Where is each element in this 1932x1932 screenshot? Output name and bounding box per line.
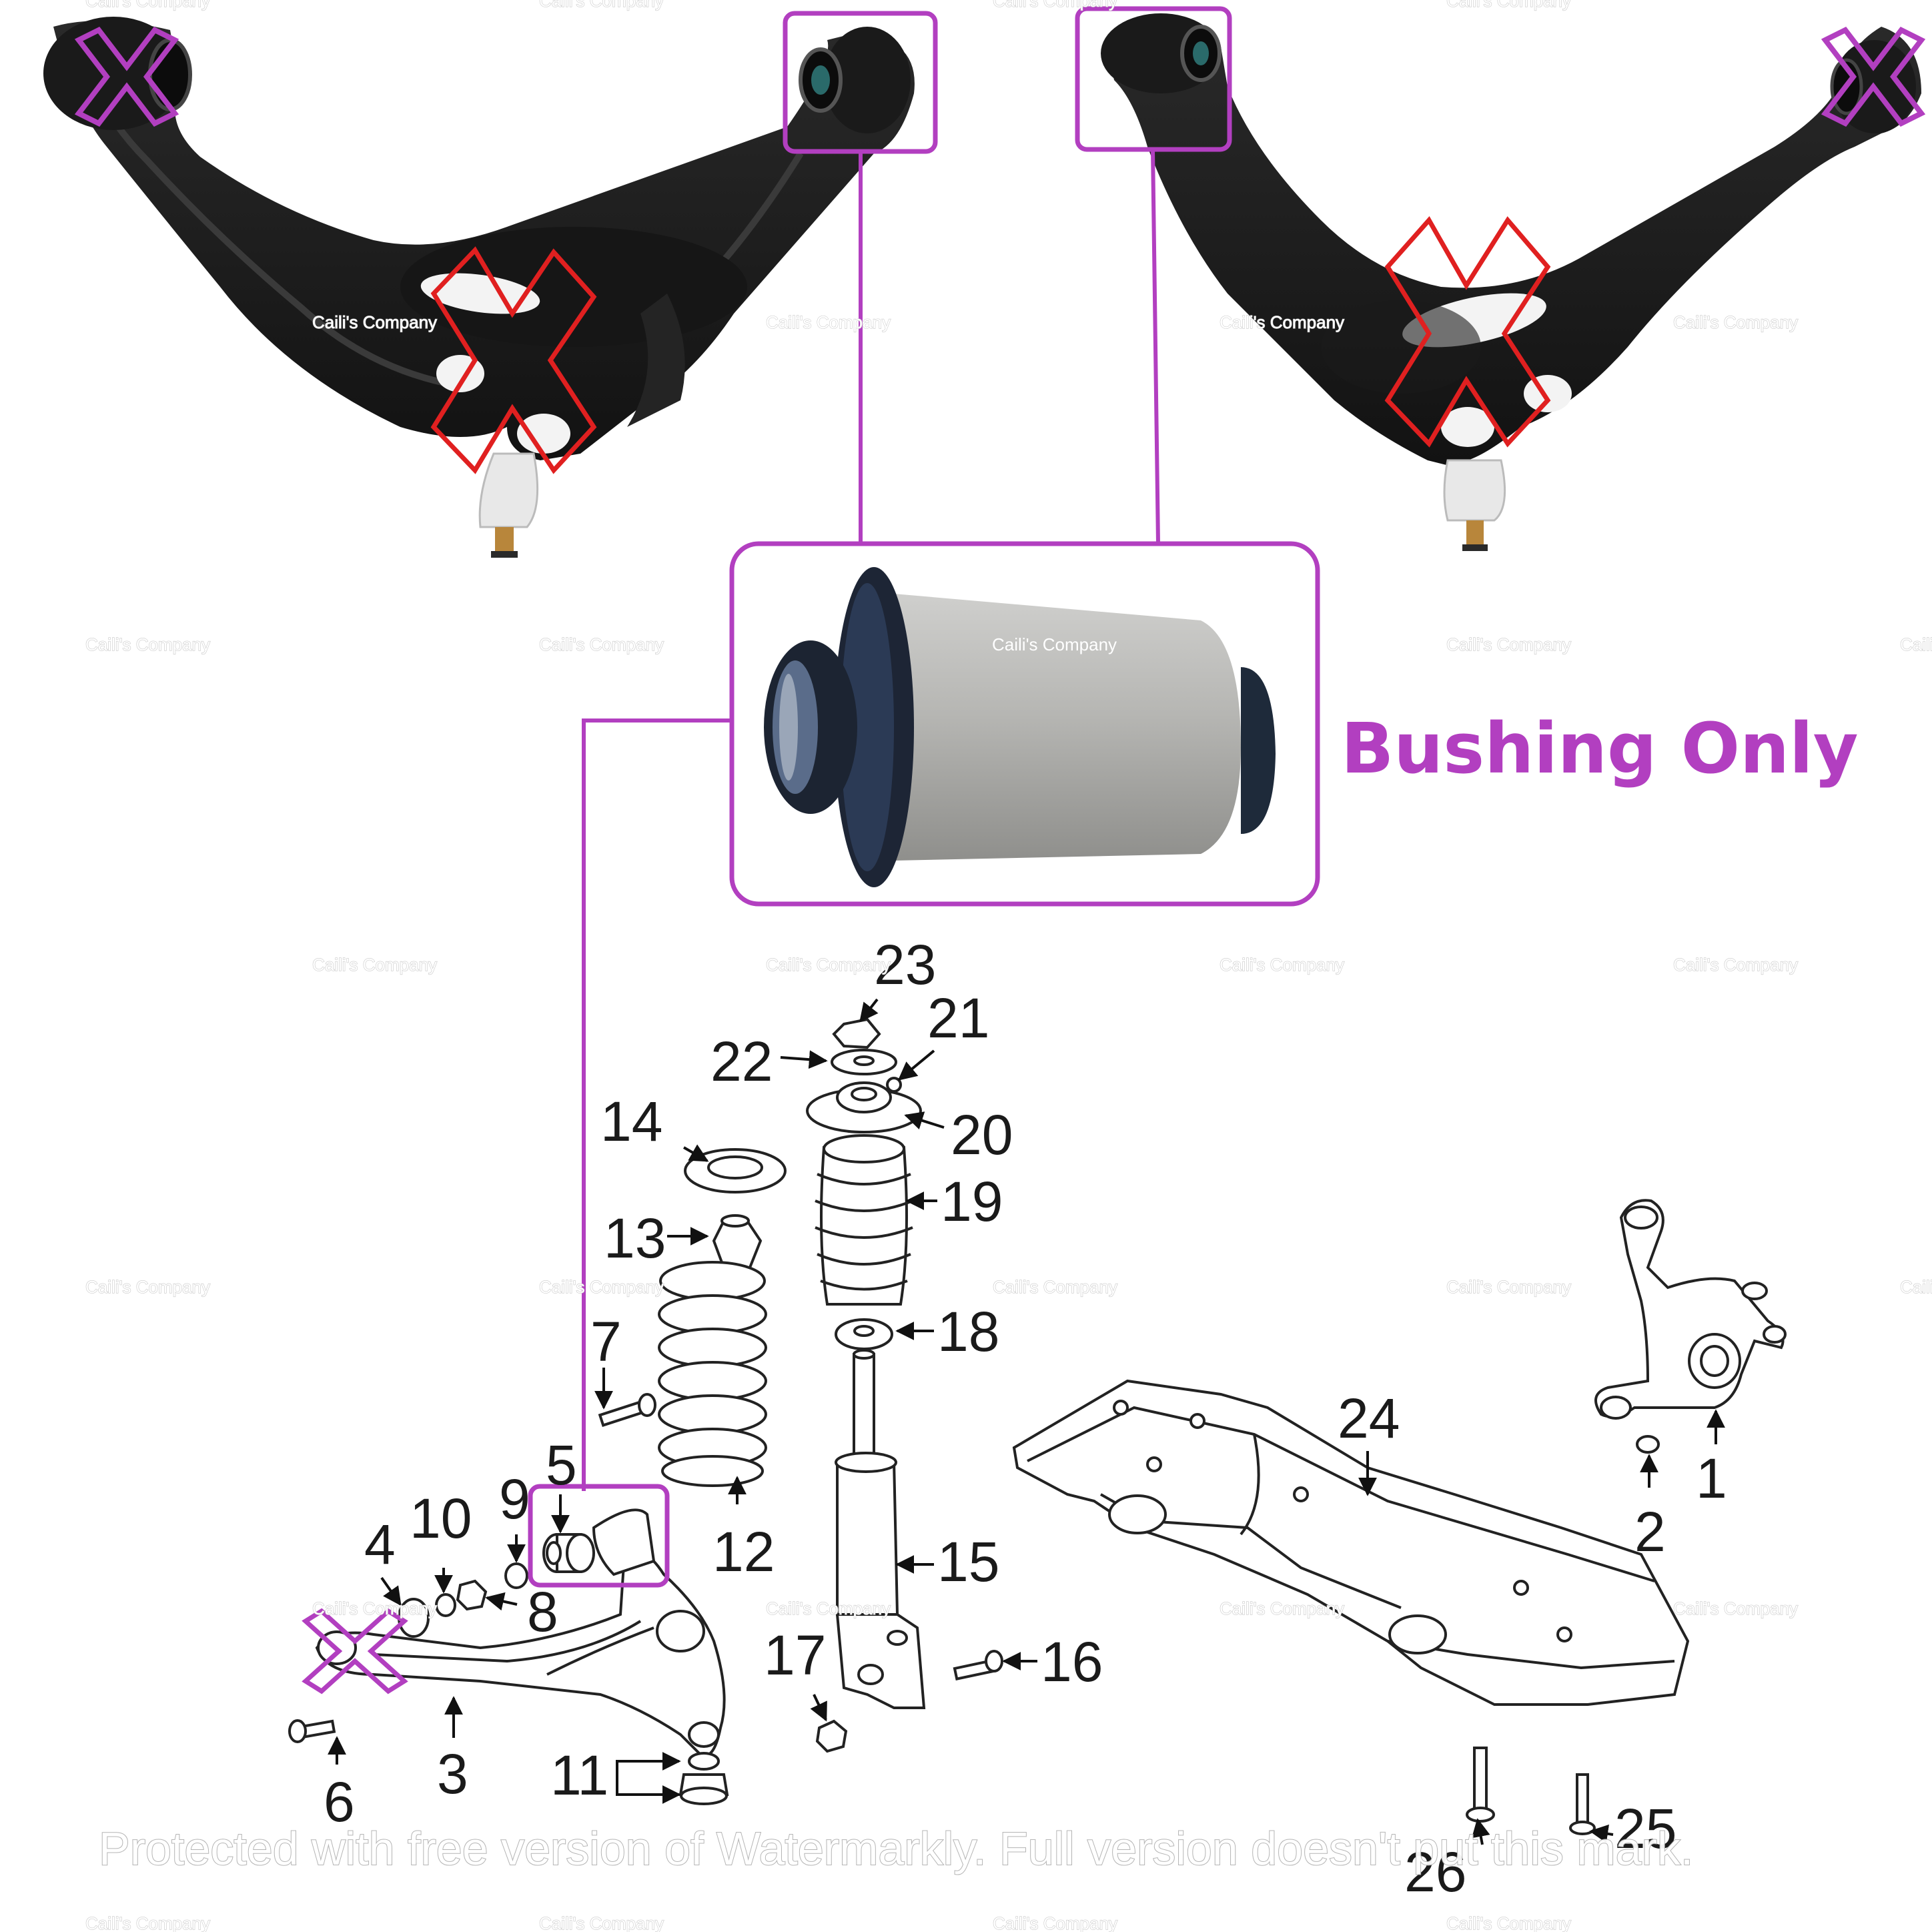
callout-23: 23	[874, 933, 936, 996]
callout-numbers: 1 2 3 4 5 6 7 8 9 10 11 12 13 14 15 16 1…	[324, 933, 1727, 1903]
part-1-knuckle	[1594, 1199, 1787, 1420]
callout-11: 11	[550, 1744, 608, 1807]
svg-text:Caili's Company: Caili's Company	[1900, 634, 1932, 654]
svg-text:Caili's Company: Caili's Company	[312, 955, 437, 975]
svg-text:Caili's Company: Caili's Company	[1446, 0, 1571, 11]
callout-9: 9	[499, 1468, 530, 1530]
left-arm-body-x	[430, 246, 597, 474]
svg-text:Caili's Company: Caili's Company	[85, 1277, 210, 1297]
callout-13: 13	[604, 1207, 666, 1270]
callout-20: 20	[951, 1103, 1013, 1166]
callout-7: 7	[590, 1310, 622, 1373]
part-15-strut	[835, 1349, 926, 1709]
svg-text:Caili's Company: Caili's Company	[1446, 634, 1571, 654]
part-5-bushing	[542, 1533, 595, 1573]
callout-3: 3	[437, 1743, 468, 1805]
connector-lines	[582, 149, 1160, 1491]
svg-text:Caili's Company: Caili's Company	[766, 955, 891, 975]
left-arm-outer-bushing-x	[74, 26, 179, 127]
svg-text:Caili's Company: Caili's Company	[539, 634, 664, 654]
part-11-ball-joint-boot	[678, 1752, 729, 1805]
svg-text:Caili's Company: Caili's Company	[1220, 955, 1344, 975]
callout-19: 19	[941, 1170, 1003, 1233]
part-7-bolt	[598, 1393, 656, 1427]
bushing-only-title: Bushing Only	[1341, 708, 1858, 789]
svg-text:Caili's Company: Caili's Company	[993, 1277, 1117, 1297]
watermark-bushing: Caili's Company	[992, 634, 1117, 654]
part-12-coil-spring	[658, 1261, 767, 1487]
svg-text:Caili's Company: Caili's Company	[993, 0, 1117, 11]
callout-21: 21	[927, 987, 989, 1049]
svg-text:Caili's Company: Caili's Company	[766, 1598, 891, 1618]
svg-text:Caili's Company: Caili's Company	[1220, 1598, 1344, 1618]
red-x-marks	[430, 216, 1551, 474]
part-17-nut	[815, 1719, 848, 1753]
callout-10: 10	[410, 1487, 472, 1550]
callout-16: 16	[1041, 1630, 1103, 1693]
leader-arrows	[328, 998, 1725, 1845]
svg-text:Caili's Company: Caili's Company	[312, 312, 437, 332]
svg-text:Caili's Company: Caili's Company	[1220, 312, 1344, 332]
part-21-stud	[886, 1077, 902, 1093]
svg-text:Caili's Company: Caili's Company	[766, 312, 891, 332]
callout-22: 22	[710, 1030, 773, 1093]
callout-24: 24	[1338, 1387, 1400, 1450]
callout-4: 4	[364, 1513, 396, 1576]
exploded-diagram	[288, 1017, 1787, 1835]
svg-text:Caili's Company: Caili's Company	[85, 634, 210, 654]
callout-8: 8	[527, 1580, 558, 1643]
watermark-banner: Protected with free version of Watermark…	[99, 1823, 1693, 1875]
svg-text:Caili's Company: Caili's Company	[1220, 312, 1344, 332]
diagram-bushing-highlight	[528, 1484, 670, 1588]
reject-x-marks	[74, 26, 1926, 127]
right-arm-body-x	[1384, 216, 1551, 448]
callout-15: 15	[937, 1530, 999, 1593]
part-6-bolt	[288, 1719, 336, 1743]
part-2-plug	[1636, 1435, 1660, 1454]
svg-text:Caili's Company: Caili's Company	[1900, 1277, 1932, 1297]
callout-18: 18	[937, 1300, 999, 1363]
svg-text:Caili's Company: Caili's Company	[85, 0, 210, 11]
part-25-bolt	[1569, 1773, 1596, 1835]
part-9-washer	[504, 1562, 528, 1589]
callout-12: 12	[712, 1520, 775, 1583]
svg-text:Caili's Company: Caili's Company	[312, 312, 437, 332]
diagram-rear-bushing-x	[302, 1608, 408, 1695]
svg-text:Caili's Company: Caili's Company	[1446, 1277, 1571, 1297]
part-16-bolt	[953, 1650, 1003, 1681]
svg-text:Caili's Company: Caili's Company	[539, 0, 664, 11]
part-24-crossmember	[1012, 1379, 1690, 1706]
part-10-washer	[435, 1593, 456, 1617]
svg-text:Caili's Company: Caili's Company	[1673, 1598, 1798, 1618]
svg-text:Caili's Company: Caili's Company	[539, 1913, 664, 1932]
brand-watermarks: Caili's Company Caili's Company Caili's …	[85, 0, 1932, 1932]
right-arm-outer-bushing-x	[1821, 26, 1926, 127]
callout-2: 2	[1634, 1500, 1666, 1563]
svg-text:Caili's Company: Caili's Company	[312, 1598, 437, 1618]
callout-14: 14	[600, 1090, 662, 1153]
callout-1: 1	[1696, 1447, 1727, 1510]
right-control-arm	[1101, 13, 1921, 551]
svg-text:Caili's Company: Caili's Company	[993, 1913, 1117, 1932]
part-19-boot	[815, 1134, 913, 1306]
part-5-arm-tab	[592, 1508, 656, 1576]
callout-17: 17	[764, 1624, 826, 1686]
callout-25: 25	[1614, 1797, 1676, 1860]
part-23-nut	[832, 1017, 881, 1049]
part-26-bolt	[1466, 1747, 1495, 1823]
callout-26: 26	[1404, 1841, 1466, 1903]
svg-text:Caili's Company: Caili's Company	[1446, 1913, 1571, 1932]
callout-6: 6	[324, 1771, 355, 1833]
svg-text:Caili's Company: Caili's Company	[1673, 955, 1798, 975]
svg-text:Caili's Company: Caili's Company	[539, 1277, 664, 1297]
bushing-closeup: Caili's Company	[729, 541, 1320, 907]
svg-text:Caili's Company: Caili's Company	[1673, 312, 1798, 332]
svg-text:Caili's Company: Caili's Company	[766, 312, 891, 332]
callout-5: 5	[546, 1434, 577, 1496]
svg-text:Caili's Company: Caili's Company	[85, 1913, 210, 1932]
part-8-nut	[456, 1579, 488, 1611]
